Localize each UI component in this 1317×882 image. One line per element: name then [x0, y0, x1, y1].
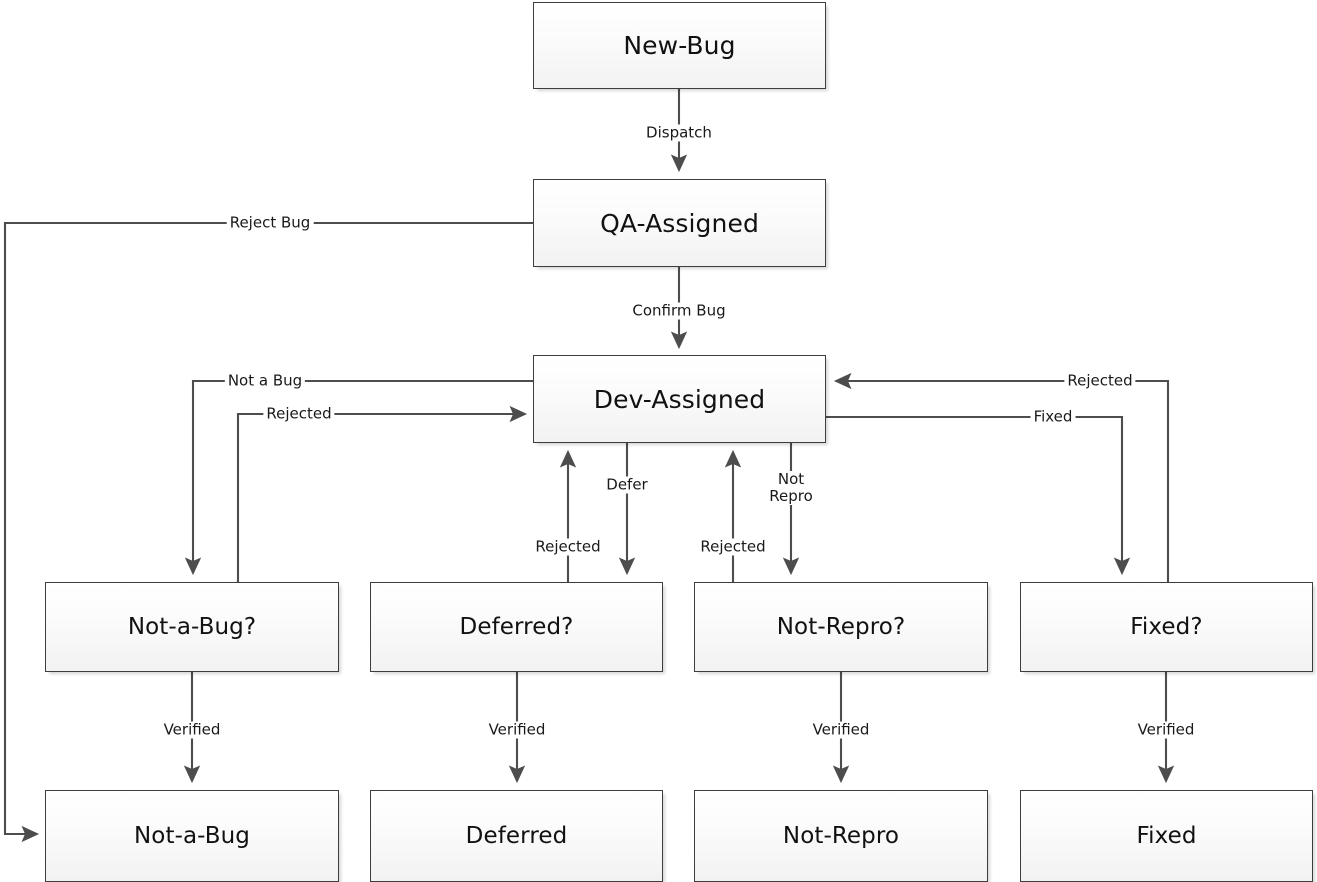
node-fixed[interactable]: Fixed: [1020, 790, 1313, 882]
node-not-a-bug[interactable]: Not-a-Bug: [45, 790, 339, 882]
edge-label-reject-bug: Reject Bug: [226, 214, 314, 232]
edge-label-rejected-not-repro: Rejected: [697, 538, 769, 556]
node-label: Fixed?: [1130, 614, 1203, 640]
edge-fixed: [826, 415, 1131, 576]
node-fixed-question[interactable]: Fixed?: [1020, 582, 1313, 672]
edge-label-verified-deferred: Verified: [485, 721, 549, 739]
node-not-repro-question[interactable]: Not-Repro?: [694, 582, 988, 672]
node-qa-assigned[interactable]: QA-Assigned: [533, 179, 826, 267]
node-deferred-question[interactable]: Deferred?: [370, 582, 663, 672]
node-label: Not-Repro?: [776, 614, 906, 640]
edge-label-rejected-fixed: Rejected: [1064, 372, 1136, 390]
node-label: QA-Assigned: [600, 208, 759, 238]
edge-not-a-bug: [184, 379, 533, 576]
edge-label-defer: Defer: [603, 476, 651, 494]
edge-label-verified-fixed: Verified: [1134, 721, 1198, 739]
node-label: Deferred?: [459, 614, 574, 640]
edge-label-rejected-deferred: Rejected: [532, 538, 604, 556]
edge-label-rejected-not-a-bug: Rejected: [263, 405, 335, 423]
edge-rejected-not-a-bug: [236, 405, 528, 582]
node-label: Not-a-Bug?: [127, 614, 257, 640]
node-new-bug[interactable]: New-Bug: [533, 2, 826, 89]
node-dev-assigned[interactable]: Dev-Assigned: [533, 355, 826, 443]
node-not-repro[interactable]: Not-Repro: [694, 790, 988, 882]
edge-label-not-a-bug: Not a Bug: [224, 372, 306, 390]
node-label: New-Bug: [623, 31, 736, 60]
edge-label-verified-not-repro: Verified: [809, 721, 873, 739]
edge-reject-bug: [3, 221, 533, 843]
node-label: Not-Repro: [782, 823, 900, 849]
node-deferred[interactable]: Deferred: [370, 790, 663, 882]
edge-label-not-repro: Not Repro: [766, 471, 816, 505]
node-not-a-bug-question[interactable]: Not-a-Bug?: [45, 582, 339, 672]
edge-label-verified-not-a-bug: Verified: [160, 721, 224, 739]
edge-label-confirm-bug: Confirm Bug: [629, 302, 729, 320]
node-label: Not-a-Bug: [133, 823, 251, 849]
edge-label-fixed: Fixed: [1030, 408, 1076, 426]
edge-label-dispatch: Dispatch: [643, 124, 715, 142]
edge-rejected-fixed: [833, 372, 1170, 582]
node-label: Deferred: [465, 823, 568, 849]
node-label: Fixed: [1136, 823, 1197, 849]
node-label: Dev-Assigned: [593, 384, 766, 414]
